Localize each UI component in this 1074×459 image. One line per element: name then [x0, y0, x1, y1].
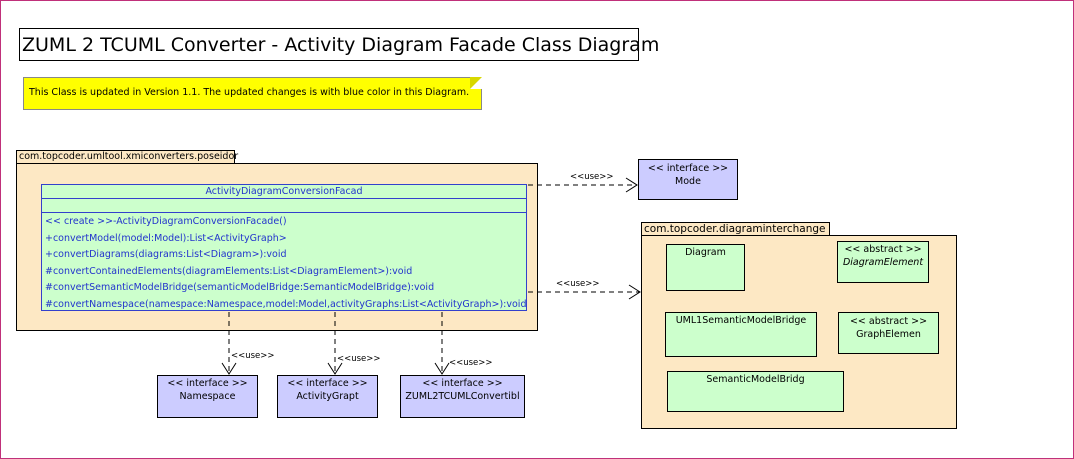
arrowhead-model [625, 177, 638, 193]
use-label: <<use>> [337, 354, 381, 364]
class-name: GraphElemen [856, 329, 921, 340]
class-semantic-model-bridge[interactable]: SemanticModelBridg [667, 371, 844, 412]
facade-operation: << create >>-ActivityDiagramConversionFa… [45, 216, 287, 227]
version-note: This Class is updated in Version 1.1. Th… [23, 77, 482, 110]
facade-class-name: ActivityDiagramConversionFacad [42, 185, 526, 199]
interface-stereotype: << interface >> [287, 378, 368, 389]
class-name: DiagramElement [842, 257, 924, 268]
abstract-stereotype: << abstract >> [844, 244, 922, 255]
facade-operation: #convertContainedElements(diagramElement… [45, 265, 413, 277]
interface-namespace[interactable]: << interface >> Namespace [157, 375, 258, 418]
arrowhead-activity-graph [327, 362, 343, 375]
class-graph-element[interactable]: << abstract >> GraphElemen [838, 312, 939, 354]
facade-operation: #convertSemanticModelBridge(semanticMode… [45, 282, 435, 294]
interface-stereotype: << interface >> [422, 378, 503, 389]
class-diagram-element[interactable]: << abstract >> DiagramElement [837, 241, 929, 283]
use-label: <<use>> [556, 279, 600, 289]
class-diagram[interactable]: Diagram [666, 244, 745, 291]
facade-operation: #convertNamespace(namespace:Namespace,mo… [45, 298, 527, 310]
arrowhead-diagraminterchange [628, 284, 641, 300]
interface-name: ZUML2TCUMLConvertibl [405, 391, 520, 402]
use-label: <<use>> [449, 358, 493, 368]
facade-operation: +convertDiagrams(diagrams:List<Diagram>)… [45, 249, 287, 261]
facade-operations-compartment: << create >>-ActivityDiagramConversionFa… [42, 213, 526, 314]
interface-activity-graph[interactable]: << interface >> ActivityGrapt [277, 375, 378, 418]
use-label: <<use>> [570, 172, 614, 182]
interface-name: Namespace [179, 391, 236, 402]
interface-name: Mode [675, 176, 701, 187]
diagram-title: ZUML 2 TCUML Converter - Activity Diagra… [19, 28, 659, 61]
facade-operation: +convertModel(model:Model):List<Activity… [45, 232, 287, 244]
use-label: <<use>> [231, 351, 275, 361]
note-fold-corner [470, 77, 482, 89]
class-name: SemanticModelBridg [706, 374, 805, 385]
activity-diagram-conversion-facade-class[interactable]: ActivityDiagramConversionFacad << create… [41, 184, 527, 311]
facade-attributes-compartment [42, 199, 526, 213]
interface-model[interactable]: << interface >> Mode [638, 159, 738, 200]
class-name: Diagram [685, 247, 726, 258]
interface-zuml2tcuml-convertible[interactable]: << interface >> ZUML2TCUMLConvertibl [400, 375, 525, 418]
interface-stereotype: << interface >> [167, 378, 248, 389]
abstract-stereotype: << abstract >> [849, 316, 928, 327]
arrowhead-namespace [221, 362, 237, 375]
class-uml1-semantic-model-bridge[interactable]: UML1SemanticModelBridge [665, 312, 817, 357]
arrowhead-zuml-convertible [434, 362, 450, 375]
interface-name: ActivityGrapt [296, 391, 359, 402]
class-name: UML1SemanticModelBridge [675, 315, 807, 326]
interface-stereotype: << interface >> [647, 163, 729, 174]
